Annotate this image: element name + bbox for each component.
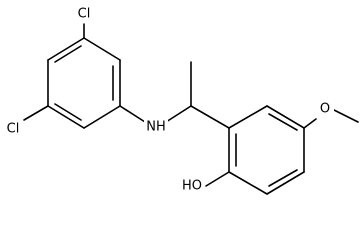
bond	[47, 37, 85, 61]
bond	[266, 105, 305, 129]
label-cl-top: Cl	[74, 6, 94, 22]
bond	[83, 37, 121, 61]
bond	[205, 171, 230, 187]
nh-label: NH	[146, 120, 166, 135]
bond	[190, 105, 230, 129]
bond	[54, 103, 82, 121]
bond	[47, 105, 85, 129]
bond	[23, 105, 49, 121]
bond	[268, 113, 298, 131]
label-cl-left: Cl	[2, 121, 24, 137]
o-methoxy-label: O	[320, 102, 330, 117]
label-oh: HO	[180, 178, 204, 194]
bond	[268, 169, 298, 187]
bond-layer	[23, 23, 359, 195]
bond	[303, 118, 317, 129]
bond	[228, 171, 268, 195]
bond	[333, 109, 359, 123]
molecule-structure: Cl Cl NH HO O	[2, 6, 359, 195]
bond	[266, 171, 305, 195]
label-o-methoxy: O	[318, 101, 334, 117]
bond	[54, 45, 82, 63]
label-nh: NH	[144, 118, 168, 135]
cl-left-label: Cl	[7, 122, 20, 137]
oh-label: HO	[182, 179, 202, 194]
bond	[119, 105, 146, 123]
bond	[228, 105, 268, 129]
bond	[83, 105, 121, 129]
bond	[165, 105, 192, 123]
cl-top-label: Cl	[78, 7, 91, 22]
